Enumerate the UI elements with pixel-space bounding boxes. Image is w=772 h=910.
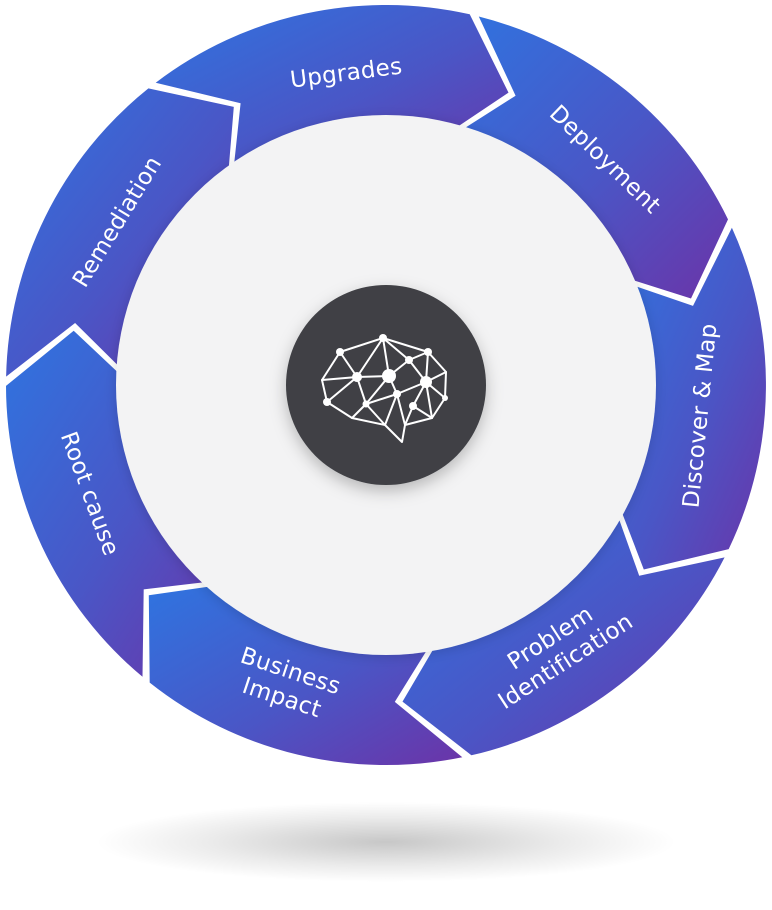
ground-shadow xyxy=(96,802,676,882)
segment-remediation xyxy=(6,88,234,380)
segment-deployment xyxy=(448,16,728,299)
segment-ring xyxy=(6,4,766,766)
segment-business-impact xyxy=(148,583,463,766)
center-hub xyxy=(286,285,486,485)
brain-network-icon xyxy=(321,334,448,443)
segment-discover-map xyxy=(615,227,766,570)
segment-problem-identification xyxy=(402,500,725,756)
segment-upgrades xyxy=(155,4,509,183)
segment-root-cause xyxy=(6,330,224,677)
